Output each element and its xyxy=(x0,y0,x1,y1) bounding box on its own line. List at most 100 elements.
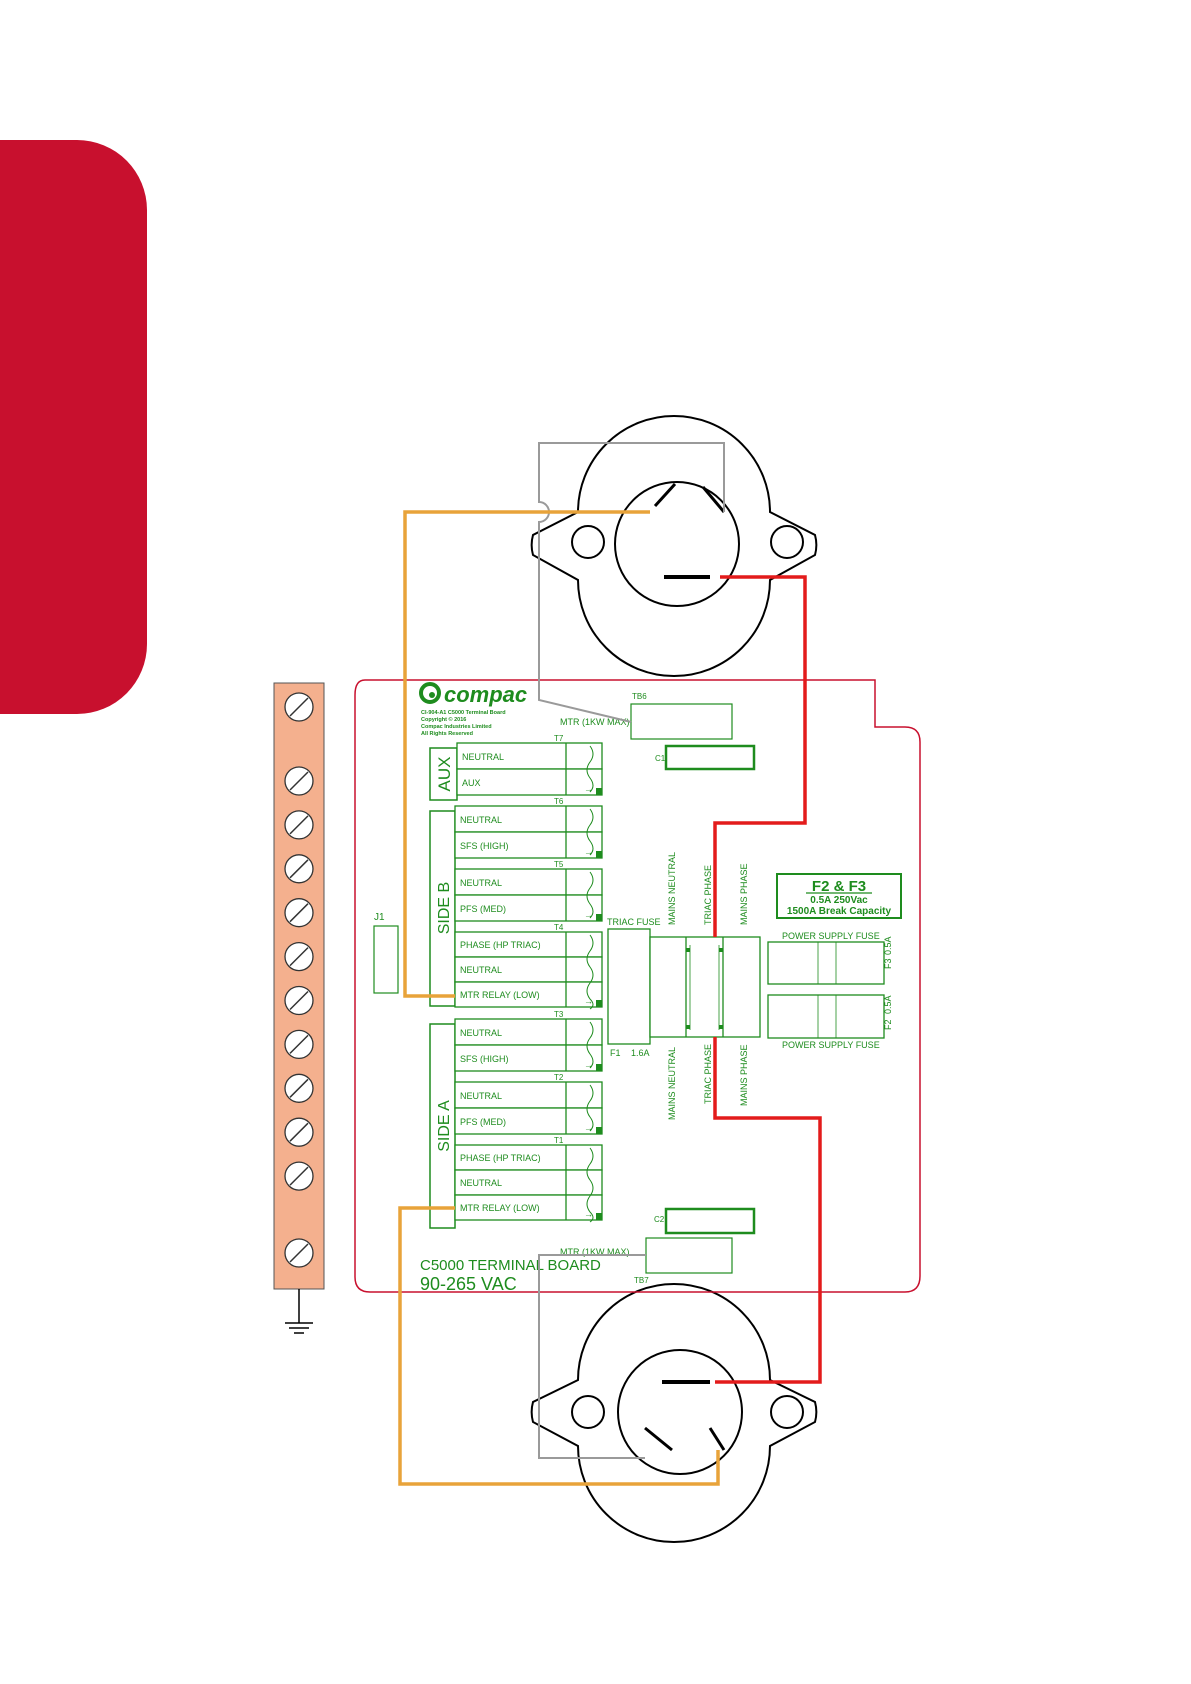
terminal-id: T3 xyxy=(554,1010,564,1019)
earth-screw xyxy=(284,1073,314,1103)
f1-rating: 1.6A xyxy=(631,1048,650,1058)
terminal-id: T7 xyxy=(554,734,564,743)
earth-screw xyxy=(284,941,314,972)
c1-capacitor: C1 xyxy=(655,744,756,771)
svg-text:→: → xyxy=(584,1060,593,1070)
earth-screws xyxy=(284,692,314,1268)
f2-rating: 0.5A xyxy=(883,995,893,1014)
earth-bar xyxy=(273,682,325,1334)
mtr-top-label: MTR (1KW MAX) xyxy=(560,717,630,727)
fuse-box-rating: 0.5A 250Vac xyxy=(810,895,868,906)
f2-label: F2 xyxy=(883,1019,893,1030)
terminal-block-t4: T4 → PHASE (HP TRIAC) NEUTRAL MTR RELAY … xyxy=(454,923,603,1010)
power-supply-fuses: POWER SUPPLY FUSE POWER SUPPLY FUSE F3 0… xyxy=(767,931,893,1050)
orange-wire-bottom xyxy=(398,1206,720,1486)
orange-wire-top xyxy=(403,510,650,998)
mains-bottom-mains-phase: MAINS PHASE xyxy=(739,1044,749,1106)
j1-label: J1 xyxy=(374,912,385,923)
svg-text:→: → xyxy=(584,1123,593,1133)
earth-screw xyxy=(284,692,314,722)
earth-screw xyxy=(284,854,314,884)
logo-line-2: Copyright © 2016 xyxy=(421,716,466,723)
terminal-block-t6: T6 → NEUTRAL SFS (HIGH) xyxy=(454,797,603,859)
terminal-block-t3: T3 → NEUTRAL SFS (HIGH) xyxy=(454,1010,603,1072)
group-side-b: SIDE B xyxy=(429,810,456,1007)
earth-screw xyxy=(284,1238,314,1268)
mtr-bottom-label: MTR (1KW MAX) xyxy=(560,1247,630,1257)
logo-line-4: All Rights Reserved xyxy=(421,731,473,737)
terminal-row-label: PFS (MED) xyxy=(460,904,506,914)
terminal-row-label: NEUTRAL xyxy=(460,1091,502,1101)
terminal-id: T2 xyxy=(554,1073,564,1082)
terminal-id: T1 xyxy=(554,1136,564,1145)
mains-bottom-triac-phase: TRIAC PHASE xyxy=(703,1044,713,1104)
j1-connector: J1 xyxy=(373,912,399,994)
earth-screw xyxy=(284,1161,314,1191)
f1-label: F1 xyxy=(610,1048,621,1058)
compac-logo: compac CI-904-A1 C5000 Terminal Board Co… xyxy=(419,682,527,737)
mains-top-triac-phase: TRIAC PHASE xyxy=(703,865,713,925)
terminal-row-label: NEUTRAL xyxy=(460,878,502,888)
svg-text:→: → xyxy=(584,1209,593,1219)
group-side-a: SIDE A xyxy=(429,1023,456,1229)
terminal-id: T5 xyxy=(554,860,564,869)
terminal-row-label: MTR RELAY (LOW) xyxy=(460,990,540,1000)
f3-label: F3 xyxy=(883,958,893,969)
tb6-label: TB6 xyxy=(632,692,647,701)
tb7-label: TB7 xyxy=(634,1276,649,1285)
terminal-row-label: NEUTRAL xyxy=(460,1028,502,1038)
c2-capacitor: C2 xyxy=(654,1207,756,1235)
psu-fuse-top-label: POWER SUPPLY FUSE xyxy=(782,931,880,941)
terminal-block-t7: T7 → NEUTRAL AUX xyxy=(456,734,603,796)
logo-line-3: Compac Industries Limited xyxy=(421,724,492,730)
triac-fuse-label: TRIAC FUSE xyxy=(607,917,661,927)
svg-text:→: → xyxy=(584,784,593,794)
red-wire-top xyxy=(713,575,807,937)
terminal-row-label: NEUTRAL xyxy=(460,965,502,975)
board-outline xyxy=(354,679,921,1293)
terminal-block-t1: T1 → PHASE (HP TRIAC) NEUTRAL MTR RELAY … xyxy=(454,1136,603,1223)
svg-text:→: → xyxy=(584,910,593,920)
fuse-box-capacity: 1500A Break Capacity xyxy=(787,906,892,917)
psu-fuse-bottom-label: POWER SUPPLY FUSE xyxy=(782,1040,880,1050)
terminal-row-label: MTR RELAY (LOW) xyxy=(460,1203,540,1213)
earth-ground-icon xyxy=(285,1289,313,1334)
terminal-row-label: AUX xyxy=(462,778,481,788)
terminal-row-label: PFS (MED) xyxy=(460,1117,506,1127)
earth-screw xyxy=(284,898,314,928)
terminal-row-label: SFS (HIGH) xyxy=(460,841,509,851)
earth-screw xyxy=(284,1029,314,1060)
terminal-row-label: SFS (HIGH) xyxy=(460,1054,509,1064)
terminal-row-label: NEUTRAL xyxy=(462,752,504,762)
logo-line-1: CI-904-A1 C5000 Terminal Board xyxy=(421,710,506,716)
f3-rating: 0.5A xyxy=(883,936,893,955)
fuse-box-title: F2 & F3 xyxy=(812,878,866,895)
terminal-id: T6 xyxy=(554,797,564,806)
mains-terminal-block xyxy=(649,936,761,1038)
tb7-block: MTR (1KW MAX) TB7 xyxy=(560,1237,733,1285)
grey-wire-bottom xyxy=(538,1254,646,1459)
red-wire-bottom xyxy=(713,1037,822,1384)
c1-label: C1 xyxy=(655,754,666,763)
terminal-id: T4 xyxy=(554,923,564,932)
mains-top-mains-phase: MAINS PHASE xyxy=(739,863,749,925)
terminal-block-t5: T5 → NEUTRAL PFS (MED) xyxy=(454,860,603,922)
mains-bottom-neutral: MAINS NEUTRAL xyxy=(667,1047,677,1120)
board-title: C5000 TERMINAL BOARD xyxy=(420,1257,601,1274)
fuse-info-box: F2 & F3 0.5A 250Vac 1500A Break Capacity xyxy=(776,873,902,919)
earth-screw xyxy=(284,810,314,840)
terminal-block-t2: T2 → NEUTRAL PFS (MED) xyxy=(454,1073,603,1135)
red-side-tab xyxy=(0,140,147,714)
terminal-row-label: PHASE (HP TRIAC) xyxy=(460,1153,541,1163)
group-side-a-label: SIDE A xyxy=(436,1100,453,1152)
board-voltage: 90-265 VAC xyxy=(420,1274,517,1294)
bottom-motor-socket xyxy=(530,1283,818,1543)
earth-screw xyxy=(284,766,314,796)
mains-top-neutral: MAINS NEUTRAL xyxy=(667,852,677,925)
group-side-b-label: SIDE B xyxy=(436,882,453,934)
group-aux: AUX xyxy=(429,747,458,801)
earth-screw xyxy=(284,985,314,1016)
tb6-block: TB6 MTR (1KW MAX) xyxy=(560,692,733,740)
c2-label: C2 xyxy=(654,1215,665,1224)
